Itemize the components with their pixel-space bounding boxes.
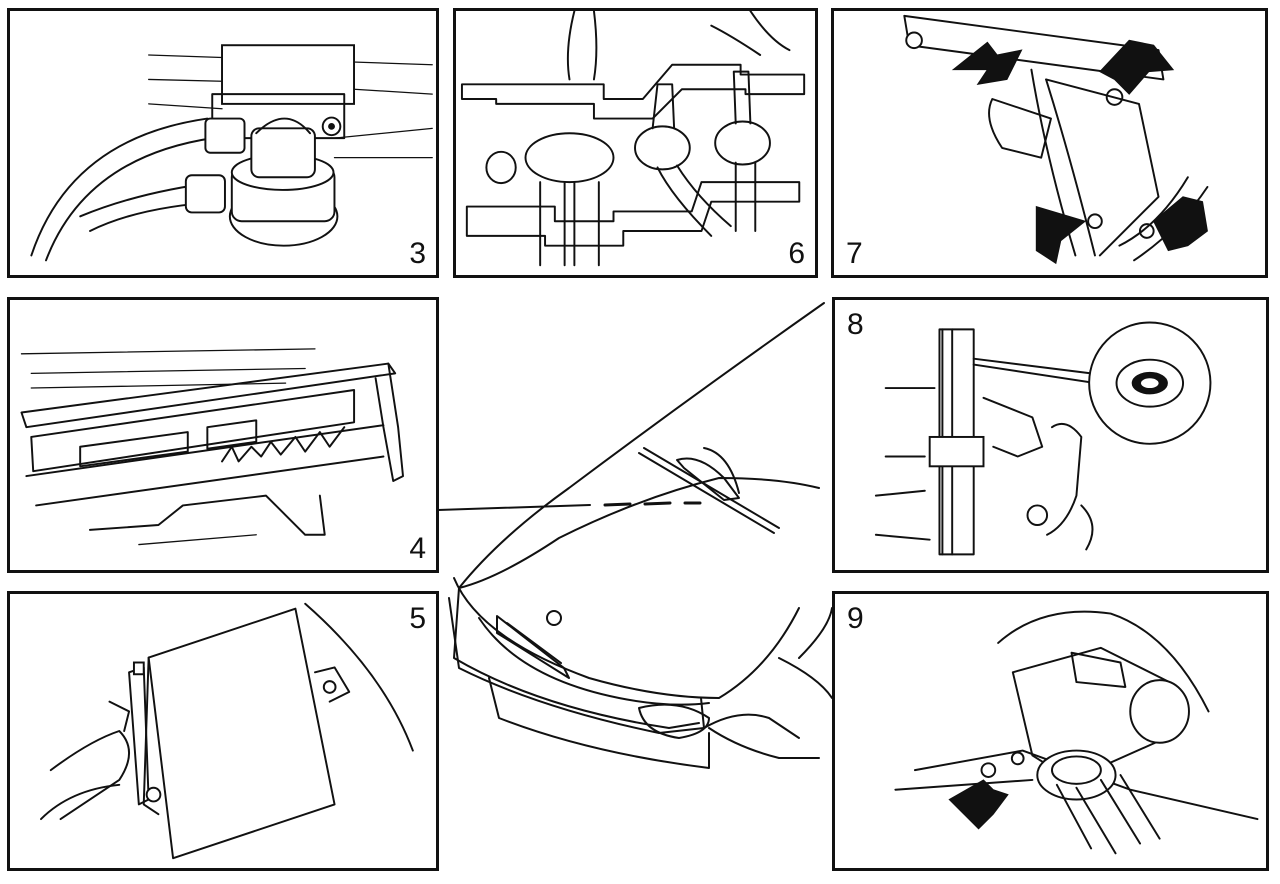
panel-7-number: 7 xyxy=(846,237,863,270)
panel-9-motor-unit: 9 xyxy=(832,591,1269,871)
panel-5-number: 5 xyxy=(409,602,426,635)
panel-3-hose-connector: 3 xyxy=(7,8,439,278)
panel-5-control-module: 5 xyxy=(7,591,439,871)
car-front-overview xyxy=(448,302,832,769)
panel-9-number: 9 xyxy=(847,602,864,635)
cowl-grille-drawing xyxy=(20,348,404,546)
panel-3-number: 3 xyxy=(409,237,426,270)
panel-8-hose-grommet: 8 xyxy=(832,297,1269,573)
grommets-drawing xyxy=(460,11,806,267)
hose-grommet-drawing xyxy=(874,321,1212,556)
panel-6-number: 6 xyxy=(788,237,805,270)
panel-6-grommets: 6 xyxy=(453,8,818,278)
control-module-drawing xyxy=(40,602,414,860)
panel-4-number: 4 xyxy=(409,532,426,565)
motor-unit-drawing xyxy=(894,610,1259,855)
panel-4-cowl-grille: 4 xyxy=(7,297,439,573)
panel-7-bracket-screws: 7 xyxy=(831,8,1268,278)
bracket-screws-drawing xyxy=(903,14,1209,265)
panel-8-number: 8 xyxy=(847,308,864,341)
hose-connector-drawing xyxy=(30,44,433,262)
